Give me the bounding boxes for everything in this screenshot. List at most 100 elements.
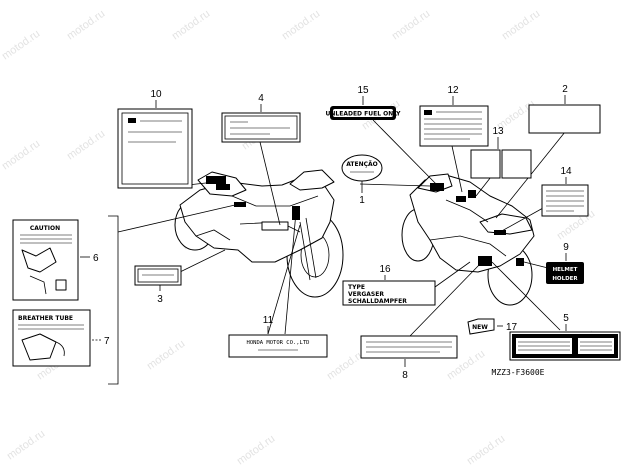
tank-label-mark	[216, 184, 230, 190]
new-text: NEW	[472, 324, 488, 331]
label-part-15: 15 UNLEADED FUEL ONLY	[326, 85, 402, 120]
label-part-3: 3	[134, 265, 182, 305]
label-plate-inner	[333, 109, 393, 117]
unleaded-fuel-text: UNLEADED FUEL ONLY	[326, 111, 402, 118]
label-part-16: 16 TYPE VERGASER SCHALLDAMPFER	[342, 264, 436, 306]
callout-5: 5	[563, 313, 569, 324]
leader-line-3	[179, 249, 226, 273]
label-plate-7	[12, 309, 91, 367]
callout-12: 12	[447, 85, 459, 96]
swingarm-label-mark	[478, 256, 492, 266]
fairing-line	[429, 235, 507, 257]
label-part-13: 13	[470, 126, 532, 179]
exhaust-line	[195, 229, 231, 241]
leader-line-12	[451, 145, 463, 193]
watermark: motod.ru	[0, 28, 42, 63]
callout-3: 3	[157, 294, 163, 305]
fairing-line	[231, 195, 319, 207]
tank-label-mark	[456, 196, 466, 202]
breather-illustration	[21, 333, 57, 361]
label-part-10: 10	[117, 89, 193, 189]
caution-text: CAUTION	[30, 225, 60, 232]
watermark: motod.ru	[145, 338, 187, 373]
label-plate-13a	[470, 149, 501, 179]
leader-line-6	[117, 204, 236, 233]
callout-13: 13	[492, 126, 504, 137]
honda-motor-text: HONDA MOTOR CO.,LTD	[247, 340, 310, 346]
label-part-7: BREATHER TUBE 7	[12, 309, 110, 367]
watermark: motod.ru	[235, 433, 277, 468]
label-plate-inner	[137, 268, 179, 283]
type-text: TYPE	[348, 284, 365, 291]
label-part-2: 2	[528, 84, 601, 134]
callout-10: 10	[150, 89, 162, 100]
caution-illustration	[21, 247, 57, 273]
leader-line-15	[372, 119, 441, 189]
watermark: motod.ru	[390, 8, 432, 43]
plate-mark	[128, 118, 136, 123]
leader-line-9	[523, 261, 549, 269]
watermark: motod.ru	[5, 428, 47, 463]
holder-text: HOLDER	[552, 276, 578, 282]
seat-right	[479, 213, 533, 235]
front-fork	[305, 217, 317, 279]
helmet-holder-mark	[516, 258, 524, 266]
vergaser-text: VERGASER	[348, 291, 384, 298]
label-plate-3	[134, 265, 182, 286]
label-plate-16	[342, 280, 436, 306]
body-fairing-right	[409, 174, 535, 273]
watermark: motod.ru	[500, 8, 542, 43]
callout-6: 6	[93, 253, 99, 264]
helmet-text: HELMET	[553, 267, 578, 273]
label-part-17: NEW 17	[467, 318, 518, 335]
leader-line-14	[499, 207, 544, 233]
windscreen	[289, 169, 335, 191]
watermark: motod.ru	[65, 128, 107, 163]
label-part-6: CAUTION 6	[12, 219, 99, 301]
breather-tube-text: BREATHER TUBE	[18, 315, 73, 322]
label-plate-2	[528, 104, 601, 134]
label-part-1: ATENÇÃO 1	[341, 154, 383, 206]
callout-16: 16	[379, 264, 391, 275]
leader-line-11a	[267, 224, 301, 335]
breather-illustration	[55, 341, 65, 357]
label-plate-13b	[501, 149, 532, 179]
leader-line-1	[359, 183, 431, 187]
callout-1: 1	[359, 195, 365, 206]
leader-line-4	[259, 141, 281, 226]
leader-line-8	[409, 263, 481, 337]
callout-11: 11	[263, 315, 274, 326]
leader-line-5	[491, 261, 561, 331]
schalldampfer-text: SCHALLDAMPFER	[348, 298, 407, 305]
label-plate-9	[546, 262, 584, 284]
label-plate-4	[221, 112, 301, 143]
tank-label-mark	[206, 176, 226, 184]
label-part-14: 14	[541, 166, 589, 217]
callout-4: 4	[258, 93, 264, 104]
leader-line-11b	[284, 211, 297, 335]
leader-line-16	[434, 261, 471, 288]
label-plate-11	[228, 334, 328, 358]
fairing-line	[445, 199, 489, 223]
callout-14: 14	[560, 166, 572, 177]
label-part-11: 11 HONDA MOTOR CO.,LTD	[228, 315, 328, 358]
callout-2: 2	[562, 84, 568, 95]
callout-15: 15	[357, 85, 369, 96]
label-part-5: 5	[509, 313, 621, 361]
motorcycle-left-view	[174, 169, 344, 298]
watermark: motod.ru	[0, 138, 42, 173]
label-plate-inner	[224, 115, 298, 140]
tank-label-mark	[430, 183, 444, 191]
label-plate-14	[541, 184, 589, 217]
seat-label-mark	[494, 230, 506, 235]
body-label-mark	[468, 190, 476, 198]
watermark: motod.ru	[170, 8, 212, 43]
label-part-12: 12	[419, 85, 489, 147]
label-part-8: 8	[360, 335, 458, 381]
body-label-mark	[234, 202, 246, 207]
side-panel	[261, 221, 289, 231]
caution-illustration	[55, 279, 67, 291]
label-part-4: 4	[221, 93, 301, 143]
label-oval-1	[341, 154, 383, 182]
